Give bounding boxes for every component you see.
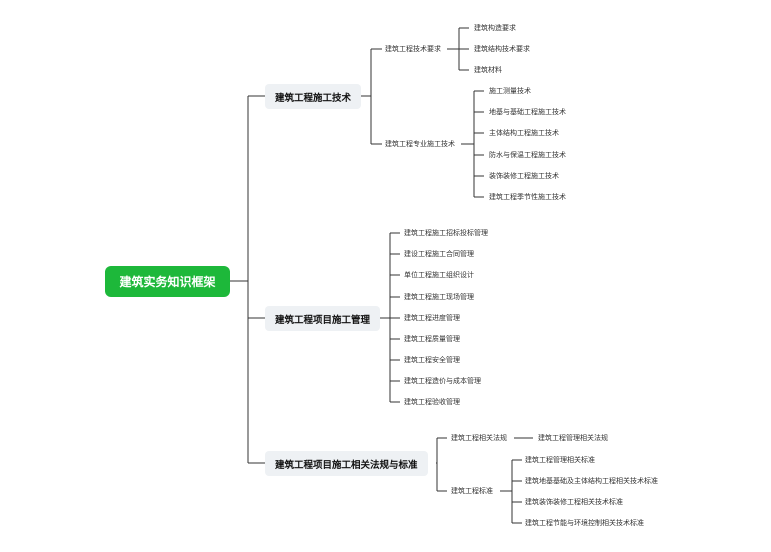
leaf-node[interactable]: 建设工程施工合同管理 [404,250,474,258]
leaf-node[interactable]: 建筑构造要求 [474,24,516,32]
topic-engineering-standards[interactable]: 建筑工程标准 [451,487,493,495]
leaf-node[interactable]: 地基与基础工程施工技术 [489,108,566,116]
leaf-node[interactable]: 建筑装饰装修工程相关技术标准 [525,498,623,506]
branch-construction-technology[interactable]: 建筑工程施工技术 [265,84,362,109]
leaf-node[interactable]: 建筑工程验收管理 [404,398,460,406]
leaf-node[interactable]: 建筑工程节能与环境控制相关技术标准 [525,519,644,527]
leaf-node[interactable]: 建筑地基基础及主体结构工程相关技术标准 [525,477,658,485]
leaf-node[interactable]: 建筑材料 [474,66,502,74]
leaf-node[interactable]: 建筑工程管理相关法规 [538,434,608,442]
leaf-node[interactable]: 防水与保温工程施工技术 [489,151,566,159]
topic-related-regulations[interactable]: 建筑工程相关法规 [451,434,507,442]
topic-technical-requirements[interactable]: 建筑工程技术要求 [385,45,441,53]
leaf-node[interactable]: 建筑工程施工招标投标管理 [404,229,488,237]
branch-regulations-standards[interactable]: 建筑工程项目施工相关法规与标准 [265,451,428,476]
leaf-node[interactable]: 建筑工程造价与成本管理 [404,377,481,385]
leaf-node[interactable]: 主体结构工程施工技术 [489,129,559,137]
leaf-node[interactable]: 建筑工程施工现场管理 [404,293,474,301]
leaf-node[interactable]: 建筑工程质量管理 [404,335,460,343]
leaf-node[interactable]: 建筑工程季节性施工技术 [489,193,566,201]
topic-professional-construction[interactable]: 建筑工程专业施工技术 [385,140,455,148]
leaf-node[interactable]: 建筑工程管理相关标准 [525,456,595,464]
leaf-node[interactable]: 单位工程施工组织设计 [404,271,474,279]
leaf-node[interactable]: 建筑工程进度管理 [404,314,460,322]
leaf-node[interactable]: 建筑结构技术要求 [474,45,530,53]
leaf-node[interactable]: 建筑工程安全管理 [404,356,460,364]
leaf-node[interactable]: 装饰装修工程施工技术 [489,172,559,180]
branch-project-management[interactable]: 建筑工程项目施工管理 [265,306,381,331]
root-node[interactable]: 建筑实务知识框架 [105,266,230,297]
leaf-node[interactable]: 施工测量技术 [489,87,531,95]
